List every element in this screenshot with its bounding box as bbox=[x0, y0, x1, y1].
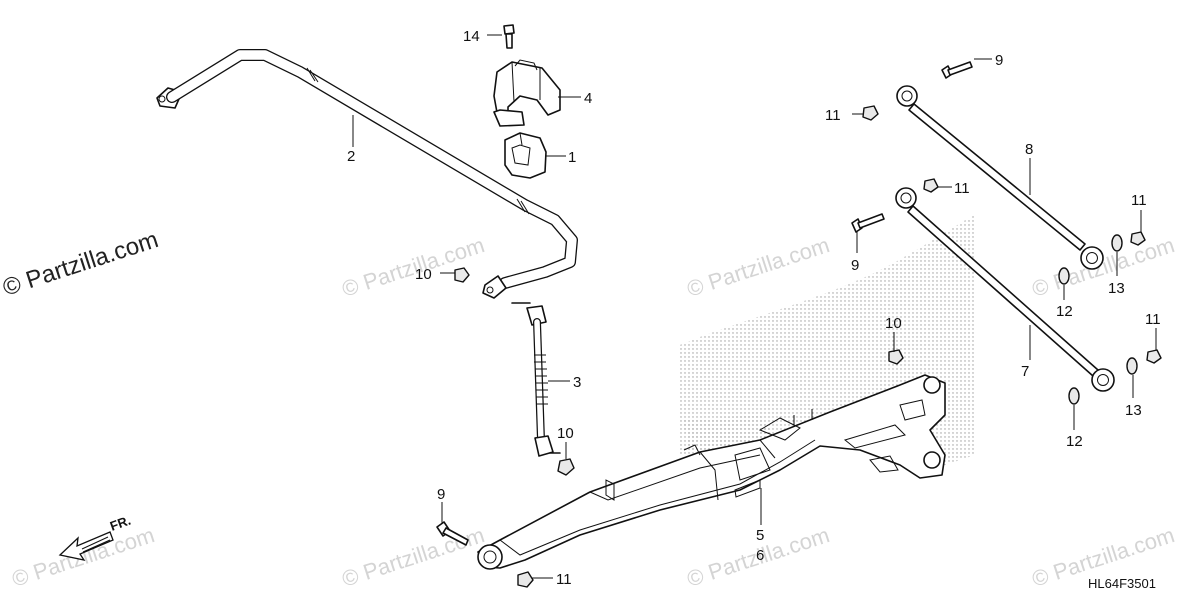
watermark-tile: © Partzilla.com bbox=[339, 522, 488, 592]
callout-9-top: 9 bbox=[995, 52, 1003, 69]
washer-13-lower[interactable] bbox=[1126, 357, 1138, 375]
diagram-code: HL64F3501 bbox=[1088, 576, 1156, 591]
nut-11-right-upper[interactable] bbox=[1130, 231, 1146, 246]
nut-11-right-lower[interactable] bbox=[1146, 349, 1162, 364]
callout-9-mid: 9 bbox=[851, 257, 859, 274]
callout-3: 3 bbox=[573, 374, 581, 391]
watermark-tile: © Partzilla.com bbox=[9, 522, 158, 592]
callout-11-right-lower: 11 bbox=[1145, 311, 1161, 328]
washer-13-upper[interactable] bbox=[1111, 234, 1123, 252]
callout-10-swingarm: 10 bbox=[885, 315, 902, 332]
bolt-14[interactable] bbox=[503, 24, 515, 49]
callout-14: 14 bbox=[463, 28, 480, 45]
callout-1: 1 bbox=[568, 149, 576, 166]
stabilizer-link[interactable] bbox=[511, 302, 561, 457]
callout-10-upper: 10 bbox=[415, 266, 432, 283]
watermark-tile: © Partzilla.com bbox=[1029, 232, 1178, 302]
bolt-9-lower[interactable] bbox=[436, 521, 469, 546]
bolt-9-mid[interactable] bbox=[851, 213, 885, 233]
callout-7: 7 bbox=[1021, 363, 1029, 380]
swingarm[interactable] bbox=[477, 374, 946, 570]
callouts: 14 4 1 2 10 3 10 9 11 5 6 9 11 8 11 9 10… bbox=[347, 28, 1161, 588]
nut-10-swingarm[interactable] bbox=[888, 349, 904, 365]
watermark-tile: © Partzilla.com bbox=[684, 232, 833, 302]
watermark-tile: © Partzilla.com bbox=[339, 232, 488, 302]
nut-10-upper[interactable] bbox=[454, 267, 470, 283]
callout-12-upper: 12 bbox=[1056, 303, 1073, 320]
stabilizer-bushing[interactable] bbox=[504, 132, 547, 179]
stabilizer-bar[interactable] bbox=[156, 49, 578, 299]
callout-9-lower: 9 bbox=[437, 486, 445, 503]
callout-11-top: 11 bbox=[825, 107, 841, 124]
nut-11-mid[interactable] bbox=[923, 178, 939, 193]
washer-12-lower[interactable] bbox=[1068, 387, 1080, 405]
lower-arm-7[interactable] bbox=[895, 187, 1115, 392]
nut-11-lower[interactable] bbox=[517, 571, 534, 588]
washer-12-upper[interactable] bbox=[1058, 267, 1070, 285]
callout-11-right-upper: 11 bbox=[1131, 192, 1147, 209]
upper-arm-8[interactable] bbox=[896, 85, 1104, 270]
callout-2: 2 bbox=[347, 148, 355, 165]
callout-4: 4 bbox=[584, 90, 592, 107]
callout-8: 8 bbox=[1025, 141, 1033, 158]
nut-10-lower[interactable] bbox=[557, 458, 575, 476]
stabilizer-holder[interactable] bbox=[493, 59, 561, 127]
watermark-main: © Partzilla.com bbox=[0, 226, 162, 302]
front-arrow-icon: FR. bbox=[58, 513, 133, 561]
callout-10-lower: 10 bbox=[557, 425, 574, 442]
callout-11-mid: 11 bbox=[954, 180, 970, 197]
bolt-9-top[interactable] bbox=[941, 61, 973, 79]
callout-13-lower: 13 bbox=[1125, 402, 1142, 419]
leader-lines bbox=[352, 34, 1157, 579]
front-arrow-label: FR. bbox=[108, 513, 133, 534]
nut-11-top[interactable] bbox=[862, 105, 879, 121]
callout-5: 5 bbox=[756, 527, 764, 544]
callout-11-lower: 11 bbox=[556, 571, 572, 588]
callout-6: 6 bbox=[756, 547, 764, 564]
callout-13-upper: 13 bbox=[1108, 280, 1125, 297]
callout-12-lower: 12 bbox=[1066, 433, 1083, 450]
